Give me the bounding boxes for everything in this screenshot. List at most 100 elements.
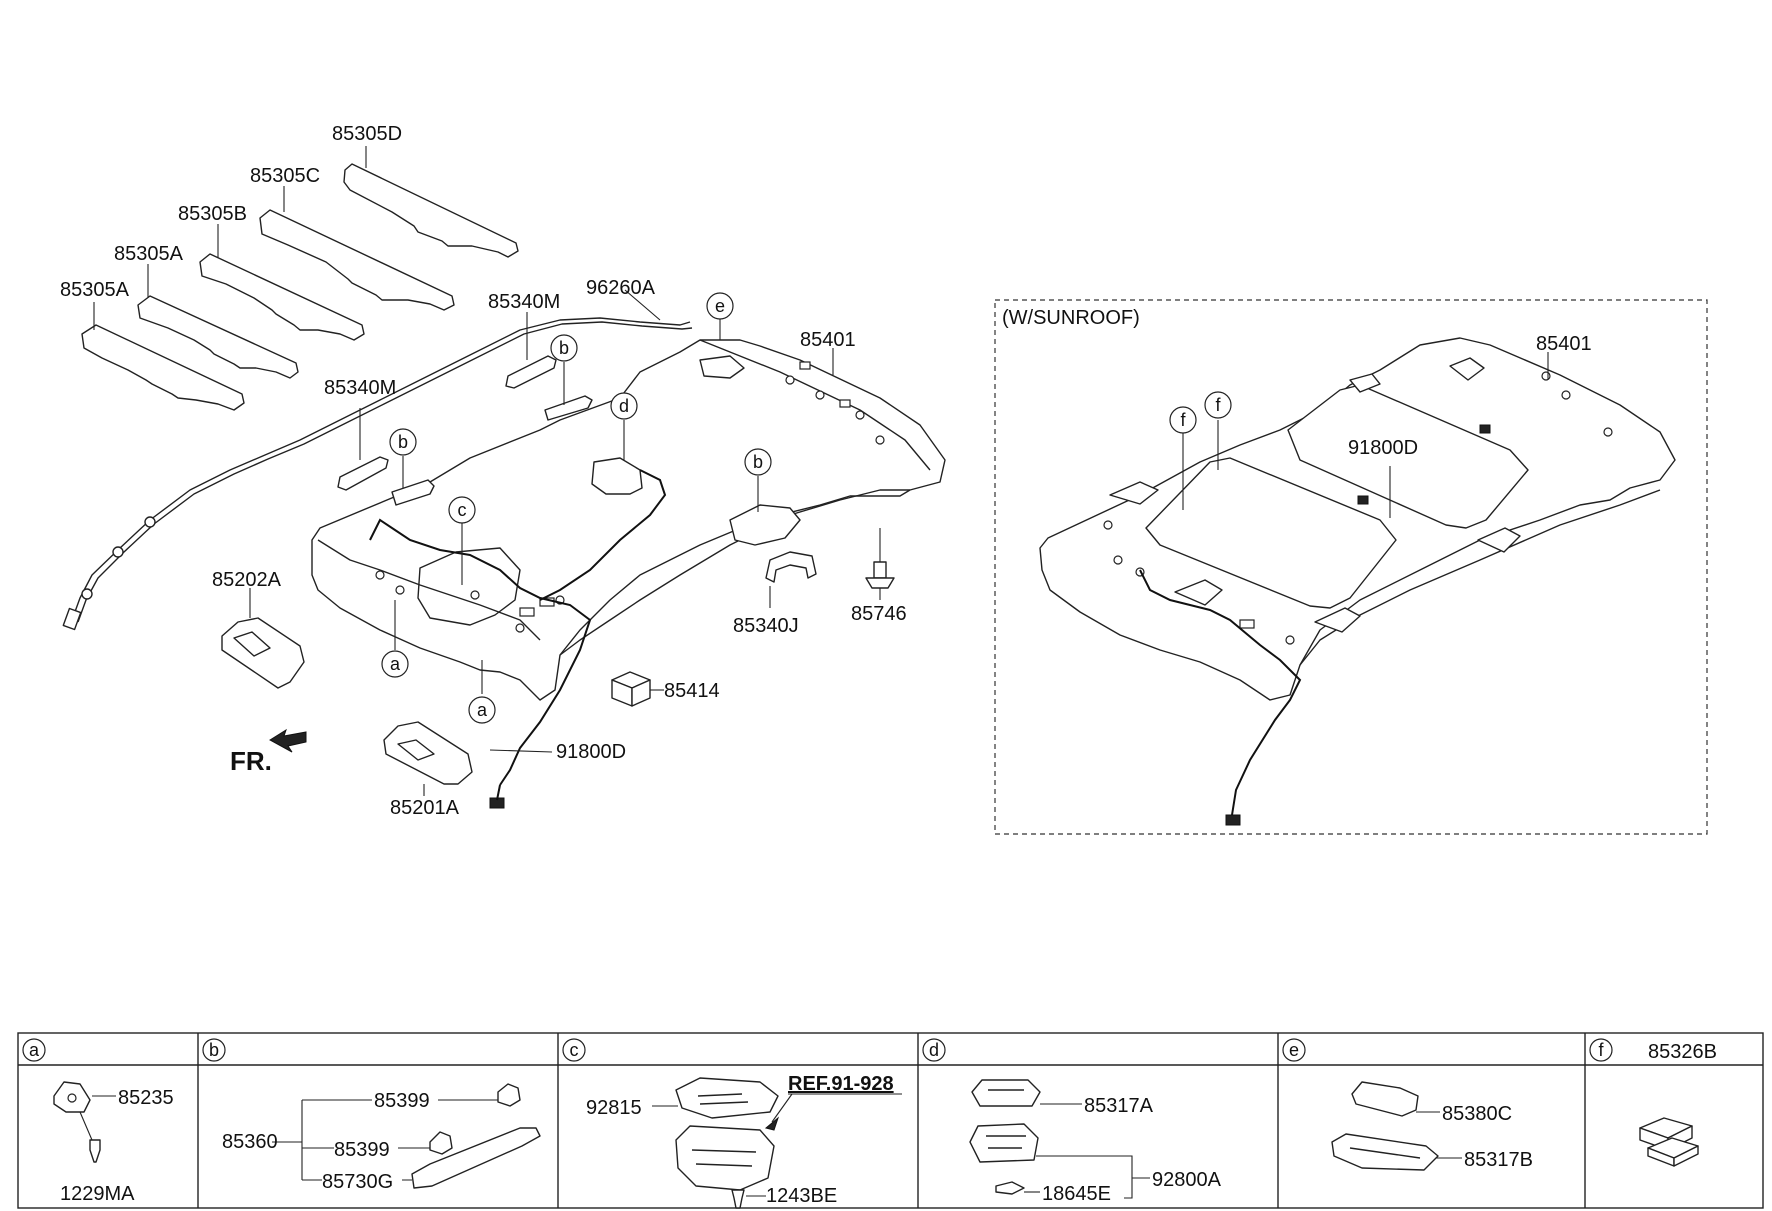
front-label: FR. <box>230 746 272 776</box>
part-85317A: 85317A <box>1084 1095 1154 1117</box>
sunvisor-85201A <box>383 721 473 785</box>
pad-85305A-upper <box>137 295 299 379</box>
svg-text:b: b <box>559 338 569 358</box>
bubble-b-right: b <box>744 448 772 476</box>
harness-connector-end <box>62 607 82 631</box>
clip-85746 <box>865 561 895 589</box>
sunroof-label-91800D: 91800D <box>1348 437 1418 459</box>
pad-85305C <box>259 209 455 311</box>
svg-text:c: c <box>570 1040 579 1060</box>
table-header-a: a <box>22 1038 46 1062</box>
pad-85305D <box>343 163 519 258</box>
part-1229MA: 1229MA <box>60 1183 135 1205</box>
svg-text:c: c <box>458 500 467 520</box>
handle-plate-rear <box>544 395 593 421</box>
main-leaders <box>359 312 834 753</box>
bubble-c: c <box>448 496 476 524</box>
part-85730G: 85730G <box>322 1171 393 1193</box>
headliner-sunroof <box>1039 337 1676 701</box>
bubble-d: d <box>610 392 638 420</box>
label-96260A: 96260A <box>586 277 656 299</box>
label-85305A-1: 85305A <box>114 243 184 265</box>
trim-85730G <box>411 1127 541 1189</box>
table-header-d: d <box>922 1038 946 1062</box>
bulb-18645E <box>995 1181 1025 1195</box>
front-edge-line <box>317 539 541 641</box>
harness-clip-2 <box>144 516 156 528</box>
svg-text:b: b <box>209 1040 219 1060</box>
svg-text:e: e <box>1289 1040 1299 1060</box>
svg-text:d: d <box>929 1040 939 1060</box>
headliner-handle-recess-b <box>729 504 801 546</box>
svg-text:f: f <box>1598 1040 1604 1060</box>
sunroof-wiring <box>1139 569 1302 816</box>
detail-table: a b c d e f 85326B 85235 1229MA 85360 85… <box>17 1032 1764 1209</box>
ref-91-928: REF.91-928 <box>788 1073 894 1095</box>
svg-text:e: e <box>715 296 725 316</box>
bubble-e: e <box>706 292 734 320</box>
clip-85326B <box>1639 1117 1699 1167</box>
grab-handle-85340M-front <box>337 456 389 491</box>
sunvisor-85202A <box>221 617 305 689</box>
part-85380C: 85380C <box>1442 1103 1512 1125</box>
svg-text:a: a <box>477 700 488 720</box>
headliner-room-lamp <box>591 457 643 495</box>
bubble-a-right: a <box>468 696 496 724</box>
screw-1229MA <box>89 1139 101 1163</box>
label-85401: 85401 <box>800 329 856 351</box>
screw-1243BE <box>731 1189 745 1209</box>
svg-text:b: b <box>398 432 408 452</box>
svg-text:f: f <box>1215 395 1221 415</box>
part-85399-2: 85399 <box>334 1139 390 1161</box>
sunroof-title: (W/SUNROOF) <box>1002 307 1140 329</box>
part-85235: 85235 <box>118 1087 174 1109</box>
svg-text:f: f <box>1180 410 1186 430</box>
svg-text:a: a <box>390 654 401 674</box>
part-85360: 85360 <box>222 1131 278 1153</box>
svg-text:d: d <box>619 396 629 416</box>
label-85414: 85414 <box>664 680 720 702</box>
part-85317B: 85317B <box>1464 1149 1533 1171</box>
grab-handle-85340J <box>765 551 817 583</box>
label-85305D: 85305D <box>332 123 402 145</box>
label-85201A: 85201A <box>390 797 460 819</box>
sunroof-opening-front <box>1145 457 1397 609</box>
front-arrow-icon <box>269 728 307 753</box>
handle-plate-front <box>391 479 435 506</box>
label-91800D: 91800D <box>556 741 626 763</box>
console-housing <box>675 1125 775 1191</box>
foam-block-85414 <box>611 671 651 707</box>
harness-clip-3 <box>81 588 93 600</box>
pad-leaders <box>93 146 367 330</box>
label-85746: 85746 <box>851 603 907 625</box>
sunroof-variant-frame <box>994 299 1708 835</box>
label-85305C: 85305C <box>250 165 320 187</box>
headliner-wiring-branch <box>539 469 667 601</box>
part-1243BE: 1243BE <box>766 1185 837 1207</box>
sunroof-label-85401: 85401 <box>1536 333 1592 355</box>
table-header-e: e <box>1282 1038 1306 1062</box>
bubble-f-1: f <box>1169 406 1197 434</box>
label-85202A: 85202A <box>212 569 282 591</box>
bubble-b-front: b <box>389 428 417 456</box>
lamp-lens-85317A <box>971 1079 1041 1107</box>
headliner-main <box>311 339 946 701</box>
pad-85305A-lower <box>81 324 245 411</box>
table-header-f: f <box>1589 1038 1613 1062</box>
svg-text:b: b <box>753 452 763 472</box>
sunroof-opening-rear <box>1287 384 1529 529</box>
harness-clip-1 <box>112 546 124 558</box>
part-92800A: 92800A <box>1152 1169 1222 1191</box>
table-header-b: b <box>202 1038 226 1062</box>
svg-text:a: a <box>29 1040 40 1060</box>
trim-85317B <box>1331 1133 1439 1171</box>
insulation-pads <box>81 163 519 411</box>
table-header-f-part: 85326B <box>1648 1041 1717 1063</box>
headliner-wiring <box>369 518 592 786</box>
headliner-recess-e <box>699 355 745 379</box>
table-header-c: c <box>562 1038 586 1062</box>
pad-85305B <box>199 253 365 341</box>
headliner-inner-edge <box>559 489 910 656</box>
bubble-a-left: a <box>381 650 409 678</box>
label-85305B: 85305B <box>178 203 247 225</box>
